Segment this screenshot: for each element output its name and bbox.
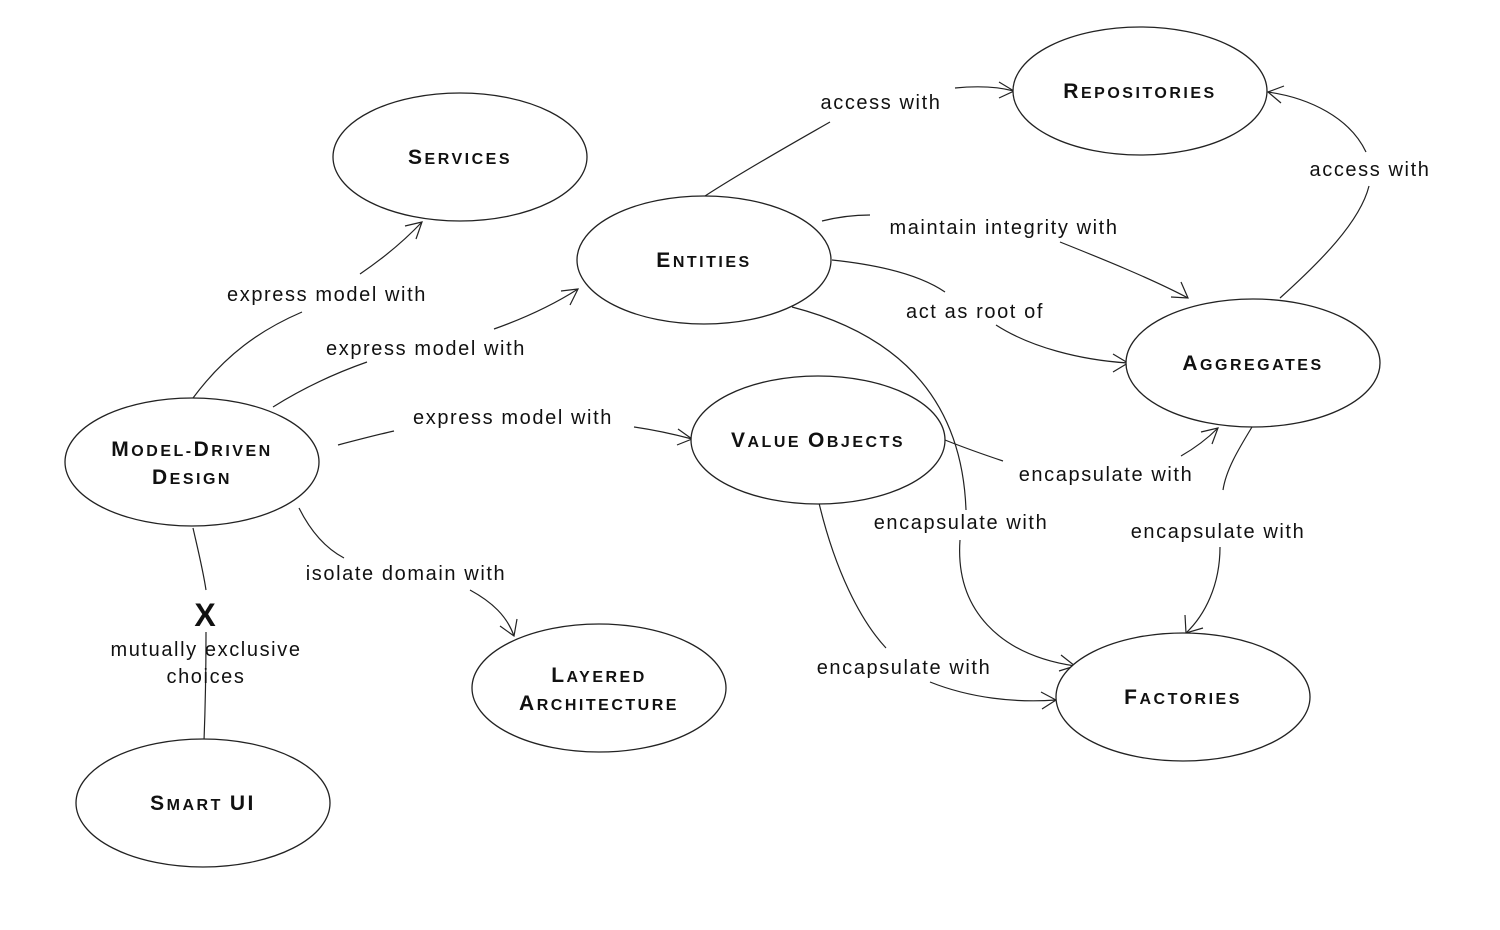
node-layered-architecture-label-2: ARCHITECTURE: [519, 692, 679, 715]
arrowhead-repositories-left: [998, 81, 1016, 99]
node-factories-label: FACTORIES: [1124, 686, 1242, 709]
edge-mdd-value-objects-b: [633, 426, 693, 440]
edge-mdd-layered: [298, 507, 345, 559]
label-aggregates-factories: encapsulate with: [1131, 521, 1306, 543]
label-entities-aggregates-integrity: maintain integrity with: [889, 217, 1118, 239]
edge-value-objects-factories: [818, 502, 887, 649]
node-model-driven-design-label-2: DESIGN: [152, 466, 232, 489]
arrowhead-aggregates-integrity: [1170, 281, 1189, 299]
edge-mdd-smart-ui: [192, 527, 207, 591]
edge-aggregates-factories-b: [1185, 546, 1221, 634]
node-model-driven-design[interactable]: MODEL-DRIVEN DESIGN: [64, 397, 320, 527]
edge-entities-repositories-b: [954, 86, 1015, 92]
edge-entities-aggregates-integrity: [821, 214, 871, 222]
edge-mdd-smart-ui-b: [203, 631, 207, 742]
label-exclusive-line2: choices: [166, 666, 245, 688]
label-value-objects-aggregates: encapsulate with: [1019, 464, 1194, 486]
label-mdd-entities: express model with: [326, 338, 526, 360]
node-factories[interactable]: FACTORIES: [1055, 632, 1311, 762]
label-entities-aggregates-root: act as root of: [906, 301, 1044, 323]
node-services-label: SERVICES: [408, 146, 512, 169]
node-entities[interactable]: ENTITIES: [576, 195, 832, 325]
exclusive-x-mark: X: [194, 597, 216, 633]
node-repositories[interactable]: REPOSITORIES: [1012, 26, 1268, 156]
node-model-driven-design-label-1: MODEL-DRIVEN: [111, 438, 272, 461]
label-mdd-value-objects: express model with: [413, 407, 613, 429]
edge-mdd-layered-b: [469, 589, 515, 637]
node-services[interactable]: SERVICES: [332, 92, 588, 222]
label-entities-factories: encapsulate with: [874, 512, 1049, 534]
node-aggregates[interactable]: AGGREGATES: [1125, 298, 1381, 428]
label-value-objects-factories: encapsulate with: [817, 657, 992, 679]
node-repositories-label: REPOSITORIES: [1063, 80, 1216, 103]
node-smart-ui-label: SMART UI: [150, 792, 256, 815]
label-mdd-services: express model with: [227, 284, 427, 306]
arrowhead-aggregates-value: [1200, 427, 1219, 445]
edge-mdd-entities-b: [493, 288, 579, 330]
edge-entities-aggregates-root-b: [995, 324, 1129, 364]
edge-value-objects-aggregates-b: [1180, 427, 1219, 457]
label-mdd-layered: isolate domain with: [306, 563, 507, 585]
edge-aggregates-repositories: [1279, 185, 1370, 299]
edge-value-objects-aggregates: [944, 439, 1004, 462]
arrowhead-layered: [499, 618, 518, 638]
node-aggregates-label: AGGREGATES: [1182, 352, 1323, 375]
edge-mdd-services-b: [359, 221, 423, 275]
arrowhead-entities: [560, 288, 580, 306]
edge-mdd-services: [192, 311, 303, 399]
edge-aggregates-factories: [1222, 426, 1253, 491]
node-layered-architecture-label-1: LAYERED: [551, 664, 647, 687]
label-entities-repositories: access with: [821, 92, 942, 114]
arrowhead-repositories-right: [1266, 85, 1285, 104]
edge-entities-aggregates-integrity-b: [1059, 241, 1189, 299]
edge-mdd-entities: [272, 361, 368, 408]
label-exclusive-line1: mutually exclusive: [110, 639, 301, 661]
node-value-objects-label: VALUE OBJECTS: [731, 429, 905, 452]
node-smart-ui[interactable]: SMART UI: [75, 738, 331, 868]
edge-aggregates-repositories-b: [1267, 91, 1367, 153]
edge-entities-factories-b: [959, 539, 1076, 667]
node-value-objects[interactable]: VALUE OBJECTS: [690, 375, 946, 505]
edge-mdd-value-objects: [337, 430, 395, 446]
edge-value-objects-factories-b: [929, 681, 1057, 702]
node-layered-architecture[interactable]: LAYERED ARCHITECTURE: [471, 623, 727, 753]
edge-entities-repositories: [704, 121, 831, 197]
arrowhead-services: [404, 221, 423, 240]
edge-entities-factories: [791, 306, 967, 511]
edge-entities-aggregates-root: [831, 259, 946, 293]
label-aggregates-repositories: access with: [1310, 159, 1431, 181]
node-entities-label: ENTITIES: [656, 249, 751, 272]
